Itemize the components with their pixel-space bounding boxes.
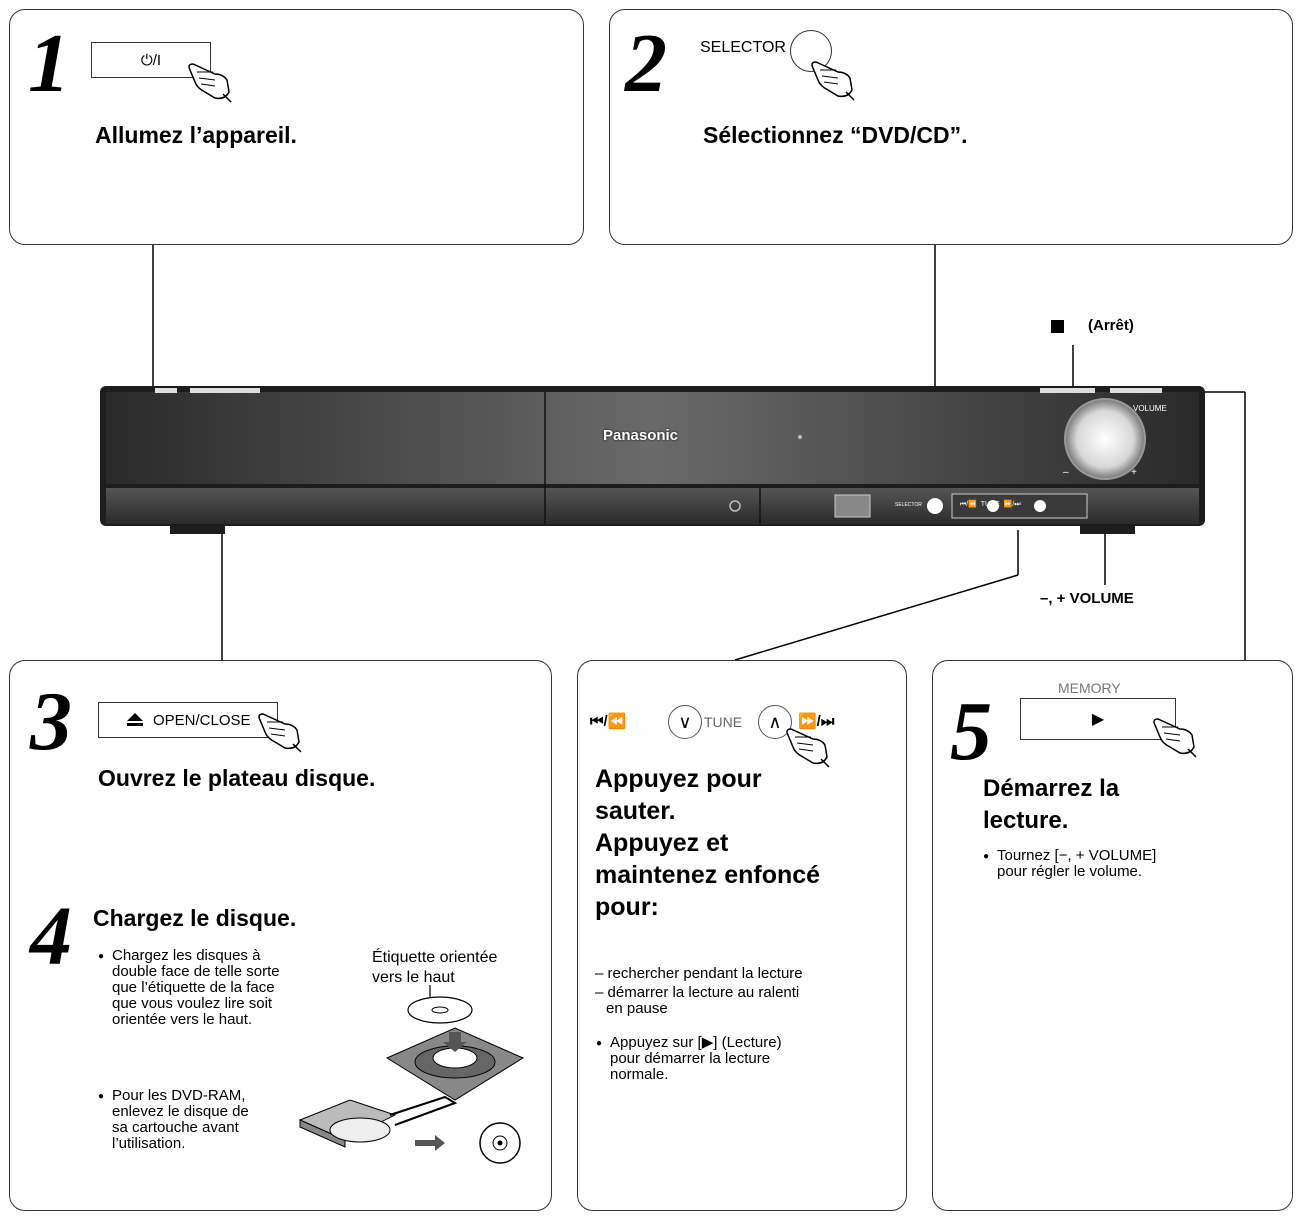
device-panel-label: ⏮/⏪ TUNE ⏩/⏭ [960,501,1021,508]
stop-symbol-icon [1051,320,1064,333]
step5-panel [932,660,1293,1211]
selector-label: SELECTOR [700,39,786,56]
memory-label: MEMORY [1058,680,1121,696]
step4-bullet2: Pour les DVD-RAM, enlevez le disque de s… [98,1088,249,1152]
dvd-player-device [100,386,1205,534]
step5-bullet: Tournez [−, + VOLUME] pour régler le vol… [983,848,1156,880]
selector-knob[interactable] [790,30,832,72]
step2-number: 2 [625,17,667,110]
device-selector-label: SELECTOR [895,502,922,508]
play-button[interactable]: ▶ [1020,698,1176,740]
next-skip-icon[interactable]: ⏩/⏭ [798,713,835,730]
step3-4-panel [9,660,552,1211]
step3-number: 3 [30,675,72,768]
step2-panel [609,9,1293,245]
step4-number: 4 [30,890,72,983]
stop-label: (Arrêt) [1088,317,1134,334]
disc-label-text: Étiquette orientée vers le haut [372,949,498,986]
step1-heading: Allumez l’appareil. [95,122,297,148]
skip-panel [577,660,907,1211]
skip-dash2: – démarrer la lecture au ralenti en paus… [595,984,800,1017]
skip-controls: ⏮/⏪ ∨ TUNE ∧ ⏩/⏭ [590,705,900,739]
volume-callout: –, + VOLUME [1040,590,1134,607]
open-close-button[interactable]: OPEN/CLOSE [98,702,278,738]
eject-icon [127,713,143,726]
step4-bullet1: Chargez les disques à double face de tel… [98,948,280,1028]
step2-heading: Sélectionnez “DVD/CD”. [703,122,968,148]
device-volume-label: VOLUME [1133,404,1167,413]
skip-heading: Appuyez pour sauter. Appuyez et maintene… [595,765,821,921]
prev-skip-icon[interactable]: ⏮/⏪ [590,713,627,730]
skip-dash1: – rechercher pendant la lecture [595,965,803,982]
hand-pointer-icon [188,63,232,103]
hand-pointer-icon [1153,718,1197,758]
hand-pointer-icon [786,728,830,768]
step1-number: 1 [28,17,70,110]
device-plus: + [1131,467,1137,478]
open-close-label: OPEN/CLOSE [153,711,251,729]
brand-logo: Panasonic [603,427,679,444]
hand-pointer-icon [258,713,302,753]
tune-label: TUNE [704,714,743,730]
hand-pointer-icon [811,61,855,101]
step4-heading: Chargez le disque. [93,905,297,931]
device-minus: – [1063,467,1069,478]
tune-up-button[interactable]: ∧ [758,705,792,739]
skip-bullet: Appuyez sur [▶] (Lecture) pour démarrer … [596,1035,782,1083]
disc-tray-illustration [385,985,525,1101]
step5-heading: Démarrez la lecture. [983,775,1120,834]
step3-heading: Ouvrez le plateau disque. [98,765,376,791]
dvd-ram-cartridge-illustration [298,1095,521,1164]
tune-down-button[interactable]: ∨ [668,705,702,739]
step5-number: 5 [950,685,992,778]
